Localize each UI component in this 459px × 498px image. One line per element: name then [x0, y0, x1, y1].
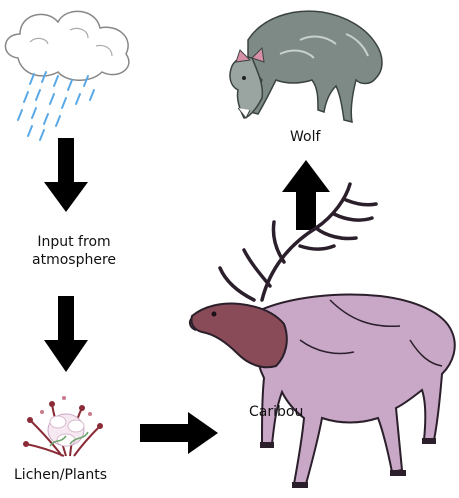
- arrow-down-2: [44, 296, 88, 372]
- wolf-icon: [229, 10, 383, 124]
- lichen-plants-label: Lichen/Plants: [14, 467, 108, 483]
- input-label-line-2: atmosphere: [32, 252, 116, 268]
- arrow-down-1: [44, 138, 88, 212]
- lichen-plant-icon: [23, 396, 103, 457]
- wolf-label: Wolf: [290, 129, 321, 145]
- arrow-right: [140, 412, 218, 454]
- caribou-icon: [188, 182, 456, 488]
- caribou-label: Caribou: [249, 404, 304, 420]
- rain-cloud-icon: [4, 10, 130, 141]
- input-from-atmosphere-label: Input from atmosphere: [24, 233, 124, 269]
- input-label-line-1: Input from: [37, 234, 111, 250]
- arrow-up: [282, 160, 330, 230]
